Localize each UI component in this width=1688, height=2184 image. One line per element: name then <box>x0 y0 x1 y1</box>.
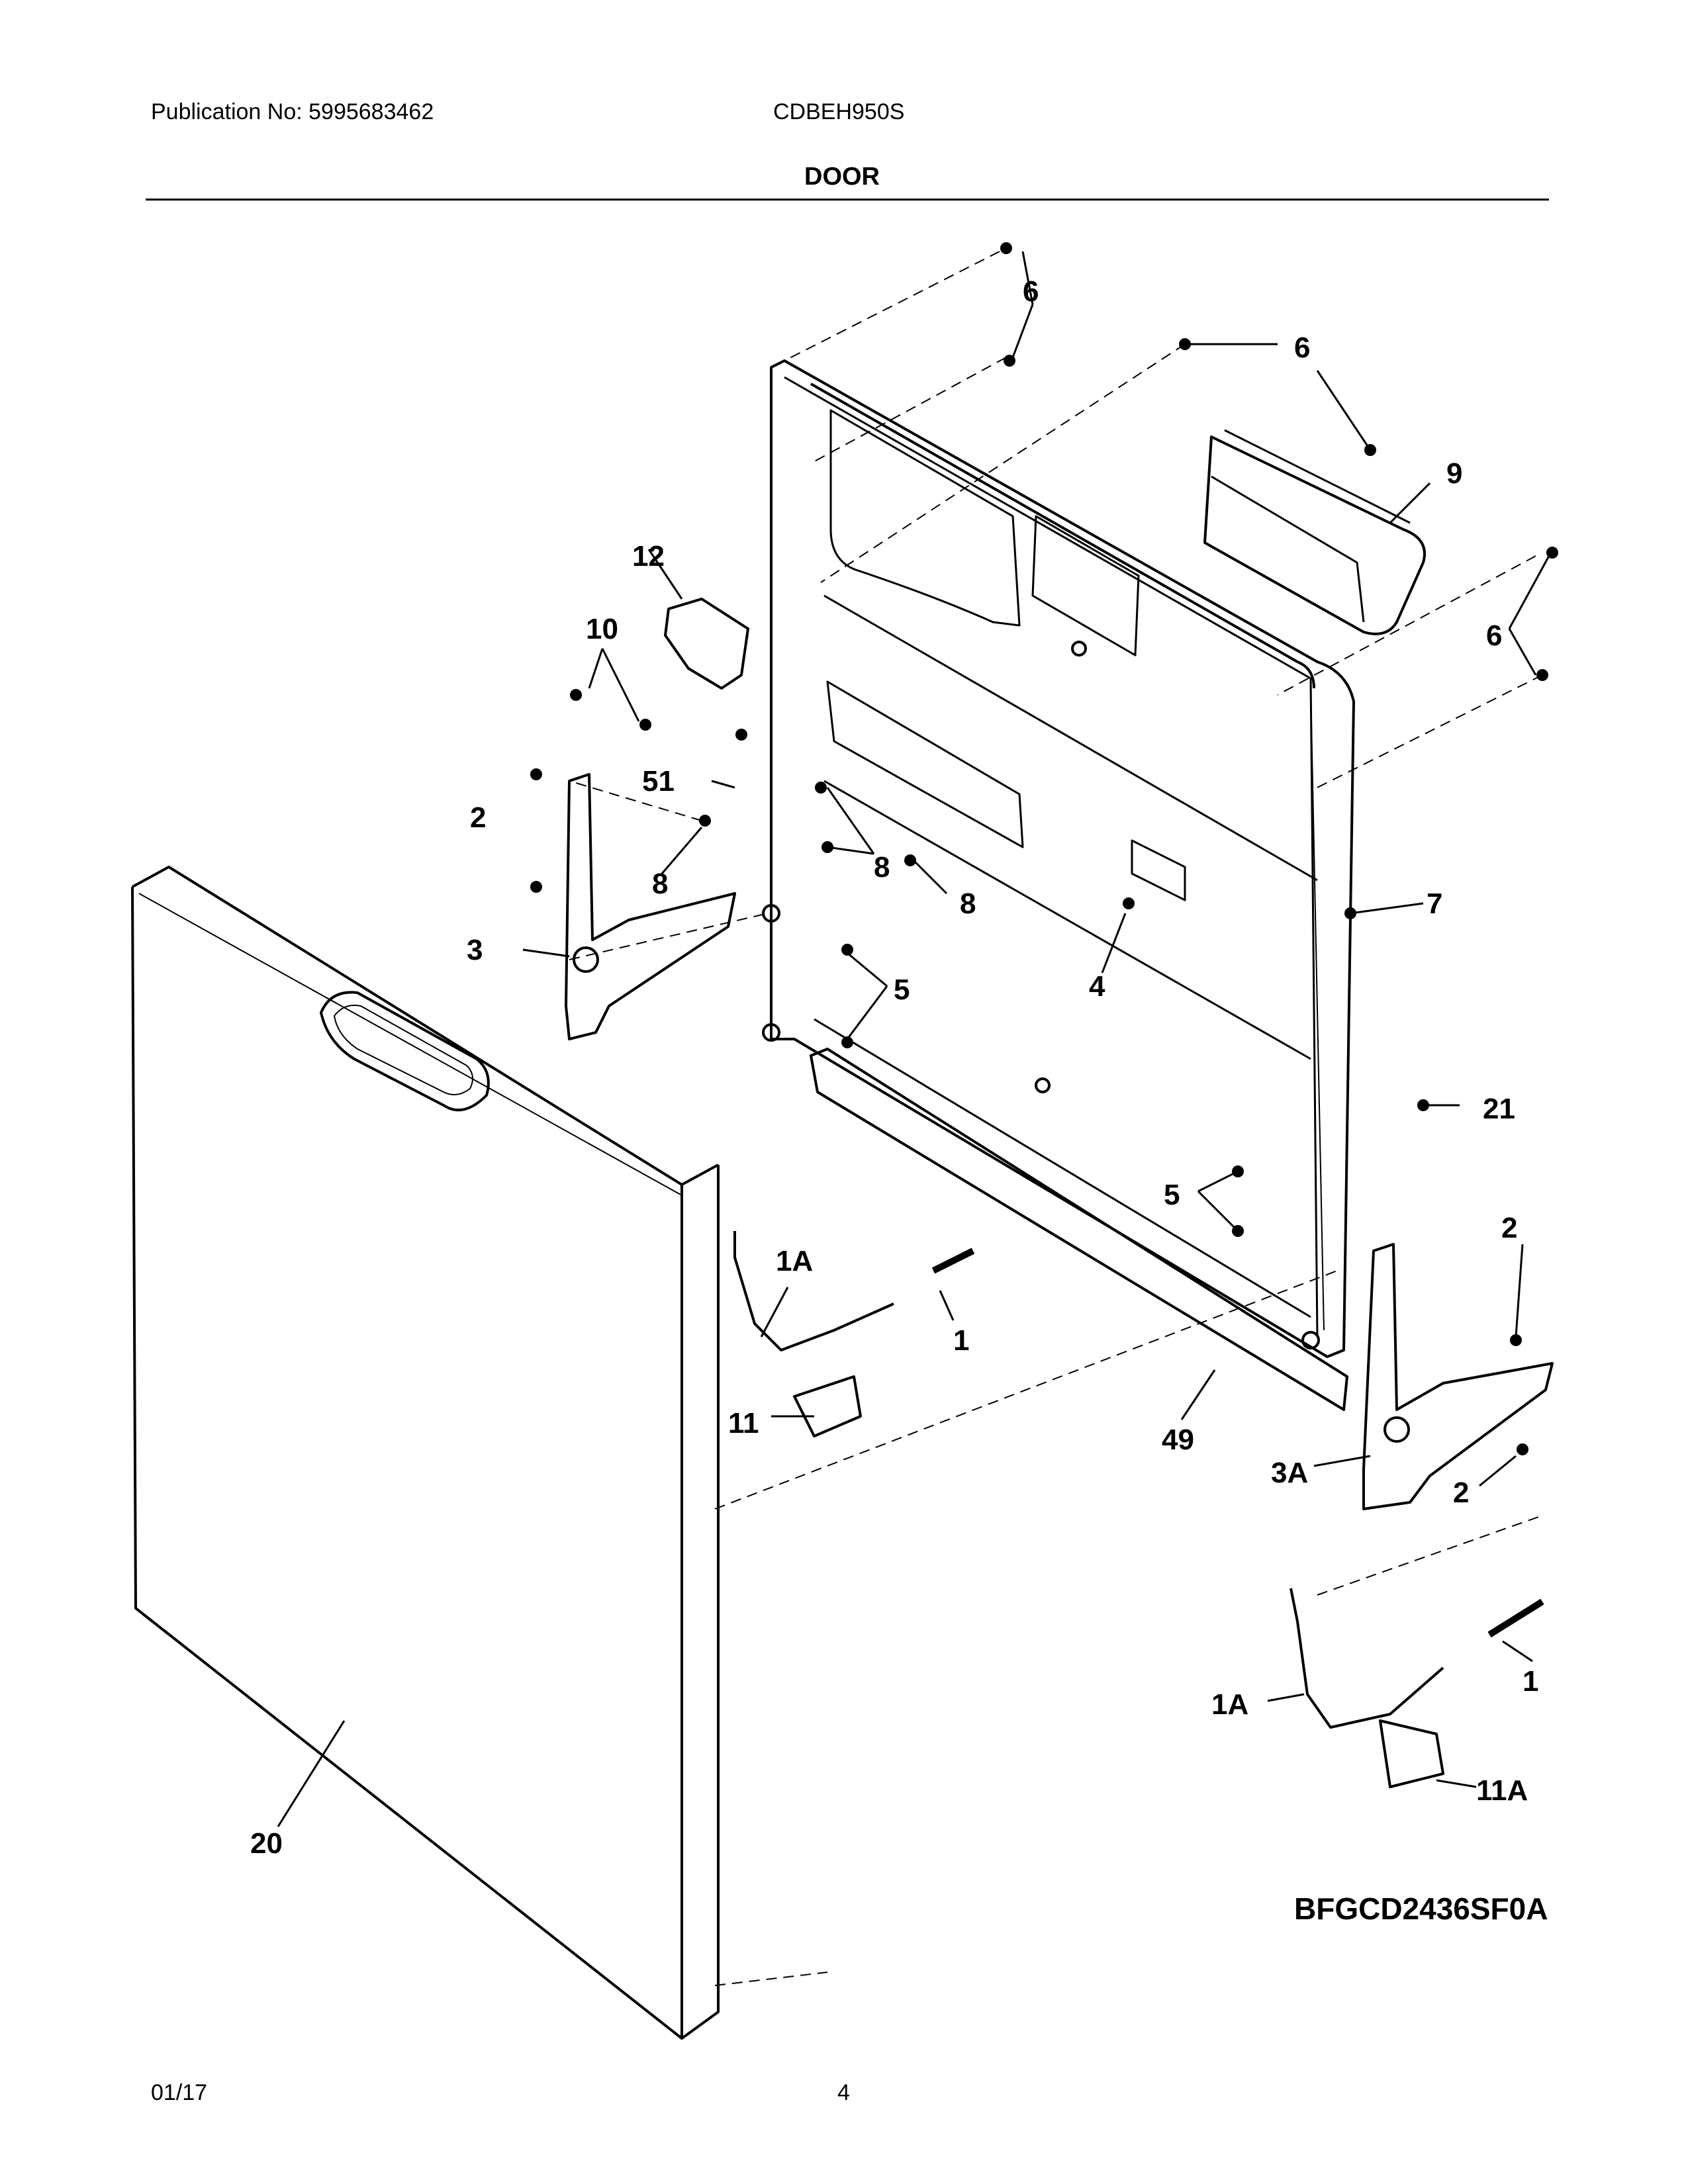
callout-49: 49 <box>1162 1424 1194 1456</box>
callout-21: 21 <box>1483 1093 1515 1125</box>
callout-2: 2 <box>1501 1212 1517 1244</box>
callout-3A: 3A <box>1271 1457 1308 1489</box>
publication-number: Publication No: 5995683462 <box>151 99 434 124</box>
fastener-markers <box>530 242 1558 1455</box>
callout-11: 11 <box>728 1407 759 1439</box>
header-divider <box>146 199 1549 201</box>
callout-51: 51 <box>642 765 675 797</box>
right-hinge-arm <box>1362 1243 1554 1510</box>
page-number: 4 <box>837 2080 850 2105</box>
callout-20: 20 <box>250 1827 283 1860</box>
section-title: DOOR <box>804 163 880 191</box>
callout-1: 1 <box>1523 1665 1538 1698</box>
callout-1: 1 <box>953 1324 969 1357</box>
callout-8: 8 <box>652 868 668 900</box>
callout-6: 6 <box>1294 332 1310 364</box>
callout-12: 12 <box>632 540 665 572</box>
callout-2: 2 <box>1453 1477 1469 1509</box>
outer-door-panel <box>131 866 720 2040</box>
model-number: CDBEH950S <box>773 99 905 124</box>
alignment-lines <box>569 251 1543 1986</box>
left-hinge-arm <box>565 773 736 1040</box>
callout-5: 5 <box>894 974 910 1006</box>
right-spring-cable <box>1289 1588 1544 1788</box>
callout-8: 8 <box>874 851 890 884</box>
callout-9: 9 <box>1446 457 1462 490</box>
leader-lines <box>277 251 1550 1827</box>
callout-6: 6 <box>1486 619 1502 652</box>
callout-10: 10 <box>586 613 618 645</box>
callout-2: 2 <box>470 801 486 834</box>
callout-1A: 1A <box>776 1245 813 1277</box>
callout-5: 5 <box>1164 1179 1180 1211</box>
inner-door-liner <box>762 359 1355 1358</box>
callout-8: 8 <box>960 887 976 920</box>
diagram-code: BFGCD2436SF0A <box>1294 1891 1548 1926</box>
left-spring-cable <box>733 1231 975 1437</box>
callout-6: 6 <box>1023 275 1039 308</box>
callout-3: 3 <box>467 934 483 966</box>
control-panel <box>1203 429 1426 635</box>
callout-11A: 11A <box>1476 1774 1528 1807</box>
footer-date: 01/17 <box>151 2080 208 2105</box>
bottom-channel <box>810 1048 1348 1411</box>
callout-1A: 1A <box>1211 1688 1248 1721</box>
part-callouts: 6 6 6 9 12 10 51 2 8 8 8 7 3 5 4 21 5 2 … <box>250 275 1548 1926</box>
callout-4: 4 <box>1089 970 1105 1003</box>
door-latch <box>664 598 749 690</box>
callout-7: 7 <box>1427 887 1442 920</box>
